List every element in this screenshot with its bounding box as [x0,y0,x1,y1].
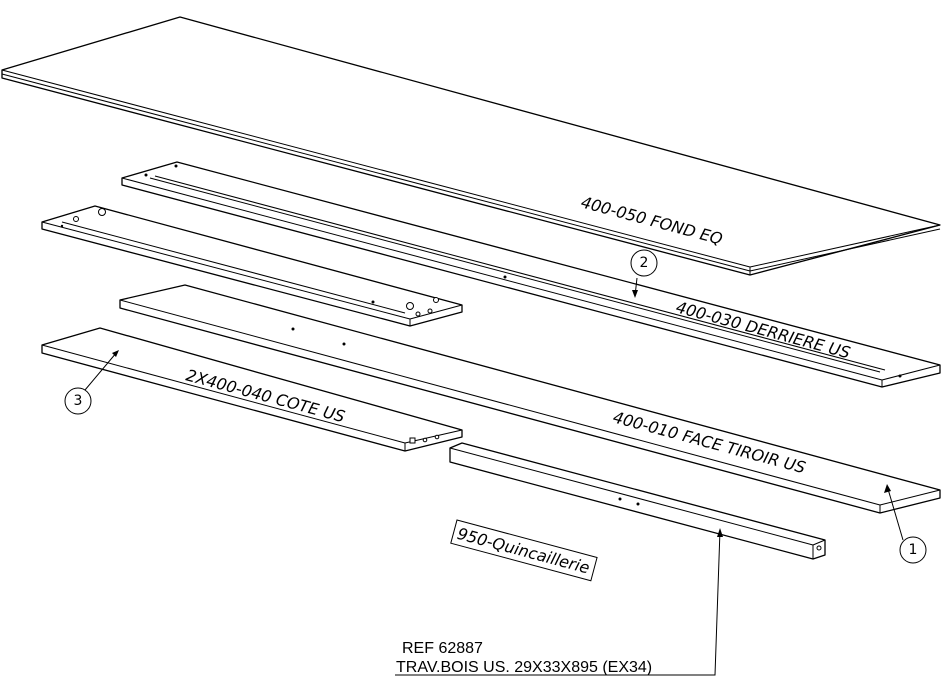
side-piece-upper [41,205,463,327]
reference-description: TRAV.BOIS US. 29X33X895 (EX34) [396,659,652,676]
balloon-3: 3 [64,350,119,415]
board-face-tiroir [119,284,941,514]
balloon-3-number: 3 [74,393,83,409]
reference-number: REF 62887 [402,640,483,657]
panel-fond [1,16,941,276]
rail-derriere [121,161,941,388]
balloon-2: 2 [630,249,658,298]
balloon-1: 1 [884,484,927,564]
board-cote [41,327,463,452]
balloon-1-number: 1 [909,542,918,558]
crossbar-trav-bois [449,442,826,560]
reference-leader [395,528,723,676]
label-quincaillerie-box: 950-Quincaillerie [450,519,598,582]
balloon-2-number: 2 [640,255,649,271]
